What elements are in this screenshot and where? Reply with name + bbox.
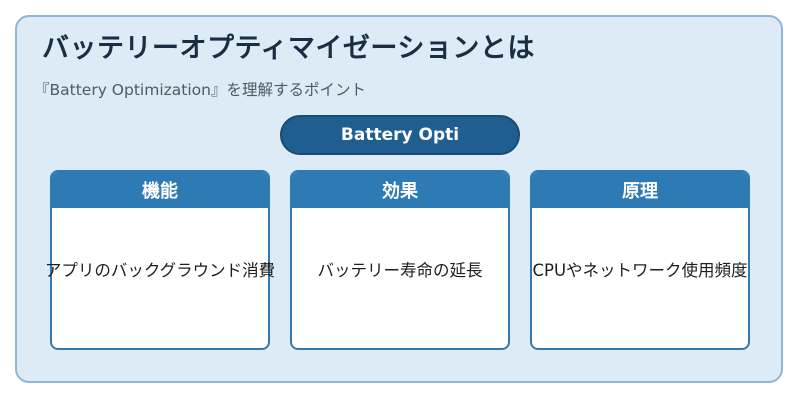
card-function-heading: 機能 — [142, 181, 178, 202]
page-subtitle: 『Battery Optimization』を理解するポイント — [34, 81, 366, 99]
card-principle-header: 原理 — [532, 172, 748, 208]
card-principle-text: CPUやネットワーク使用頻度 — [532, 261, 748, 280]
card-effect-heading: 効果 — [382, 181, 418, 202]
card-effect-header: 効果 — [292, 172, 508, 208]
card-effect-text: バッテリー寿命の延長 — [317, 261, 483, 280]
page-title: バッテリーオプティマイゼーションとは — [42, 33, 535, 64]
center-concept-label: Battery Opti — [340, 125, 460, 145]
card-effect: 効果 バッテリー寿命の延長 — [290, 170, 510, 350]
card-principle: 原理 CPUやネットワーク使用頻度 — [530, 170, 750, 350]
card-function-header: 機能 — [52, 172, 268, 208]
center-concept-pill: Battery Opti — [280, 115, 520, 155]
card-principle-heading: 原理 — [622, 181, 658, 202]
card-function-text: アプリのバックグラウンド消費 — [44, 261, 276, 280]
card-function: 機能 アプリのバックグラウンド消費 — [45, 170, 275, 350]
